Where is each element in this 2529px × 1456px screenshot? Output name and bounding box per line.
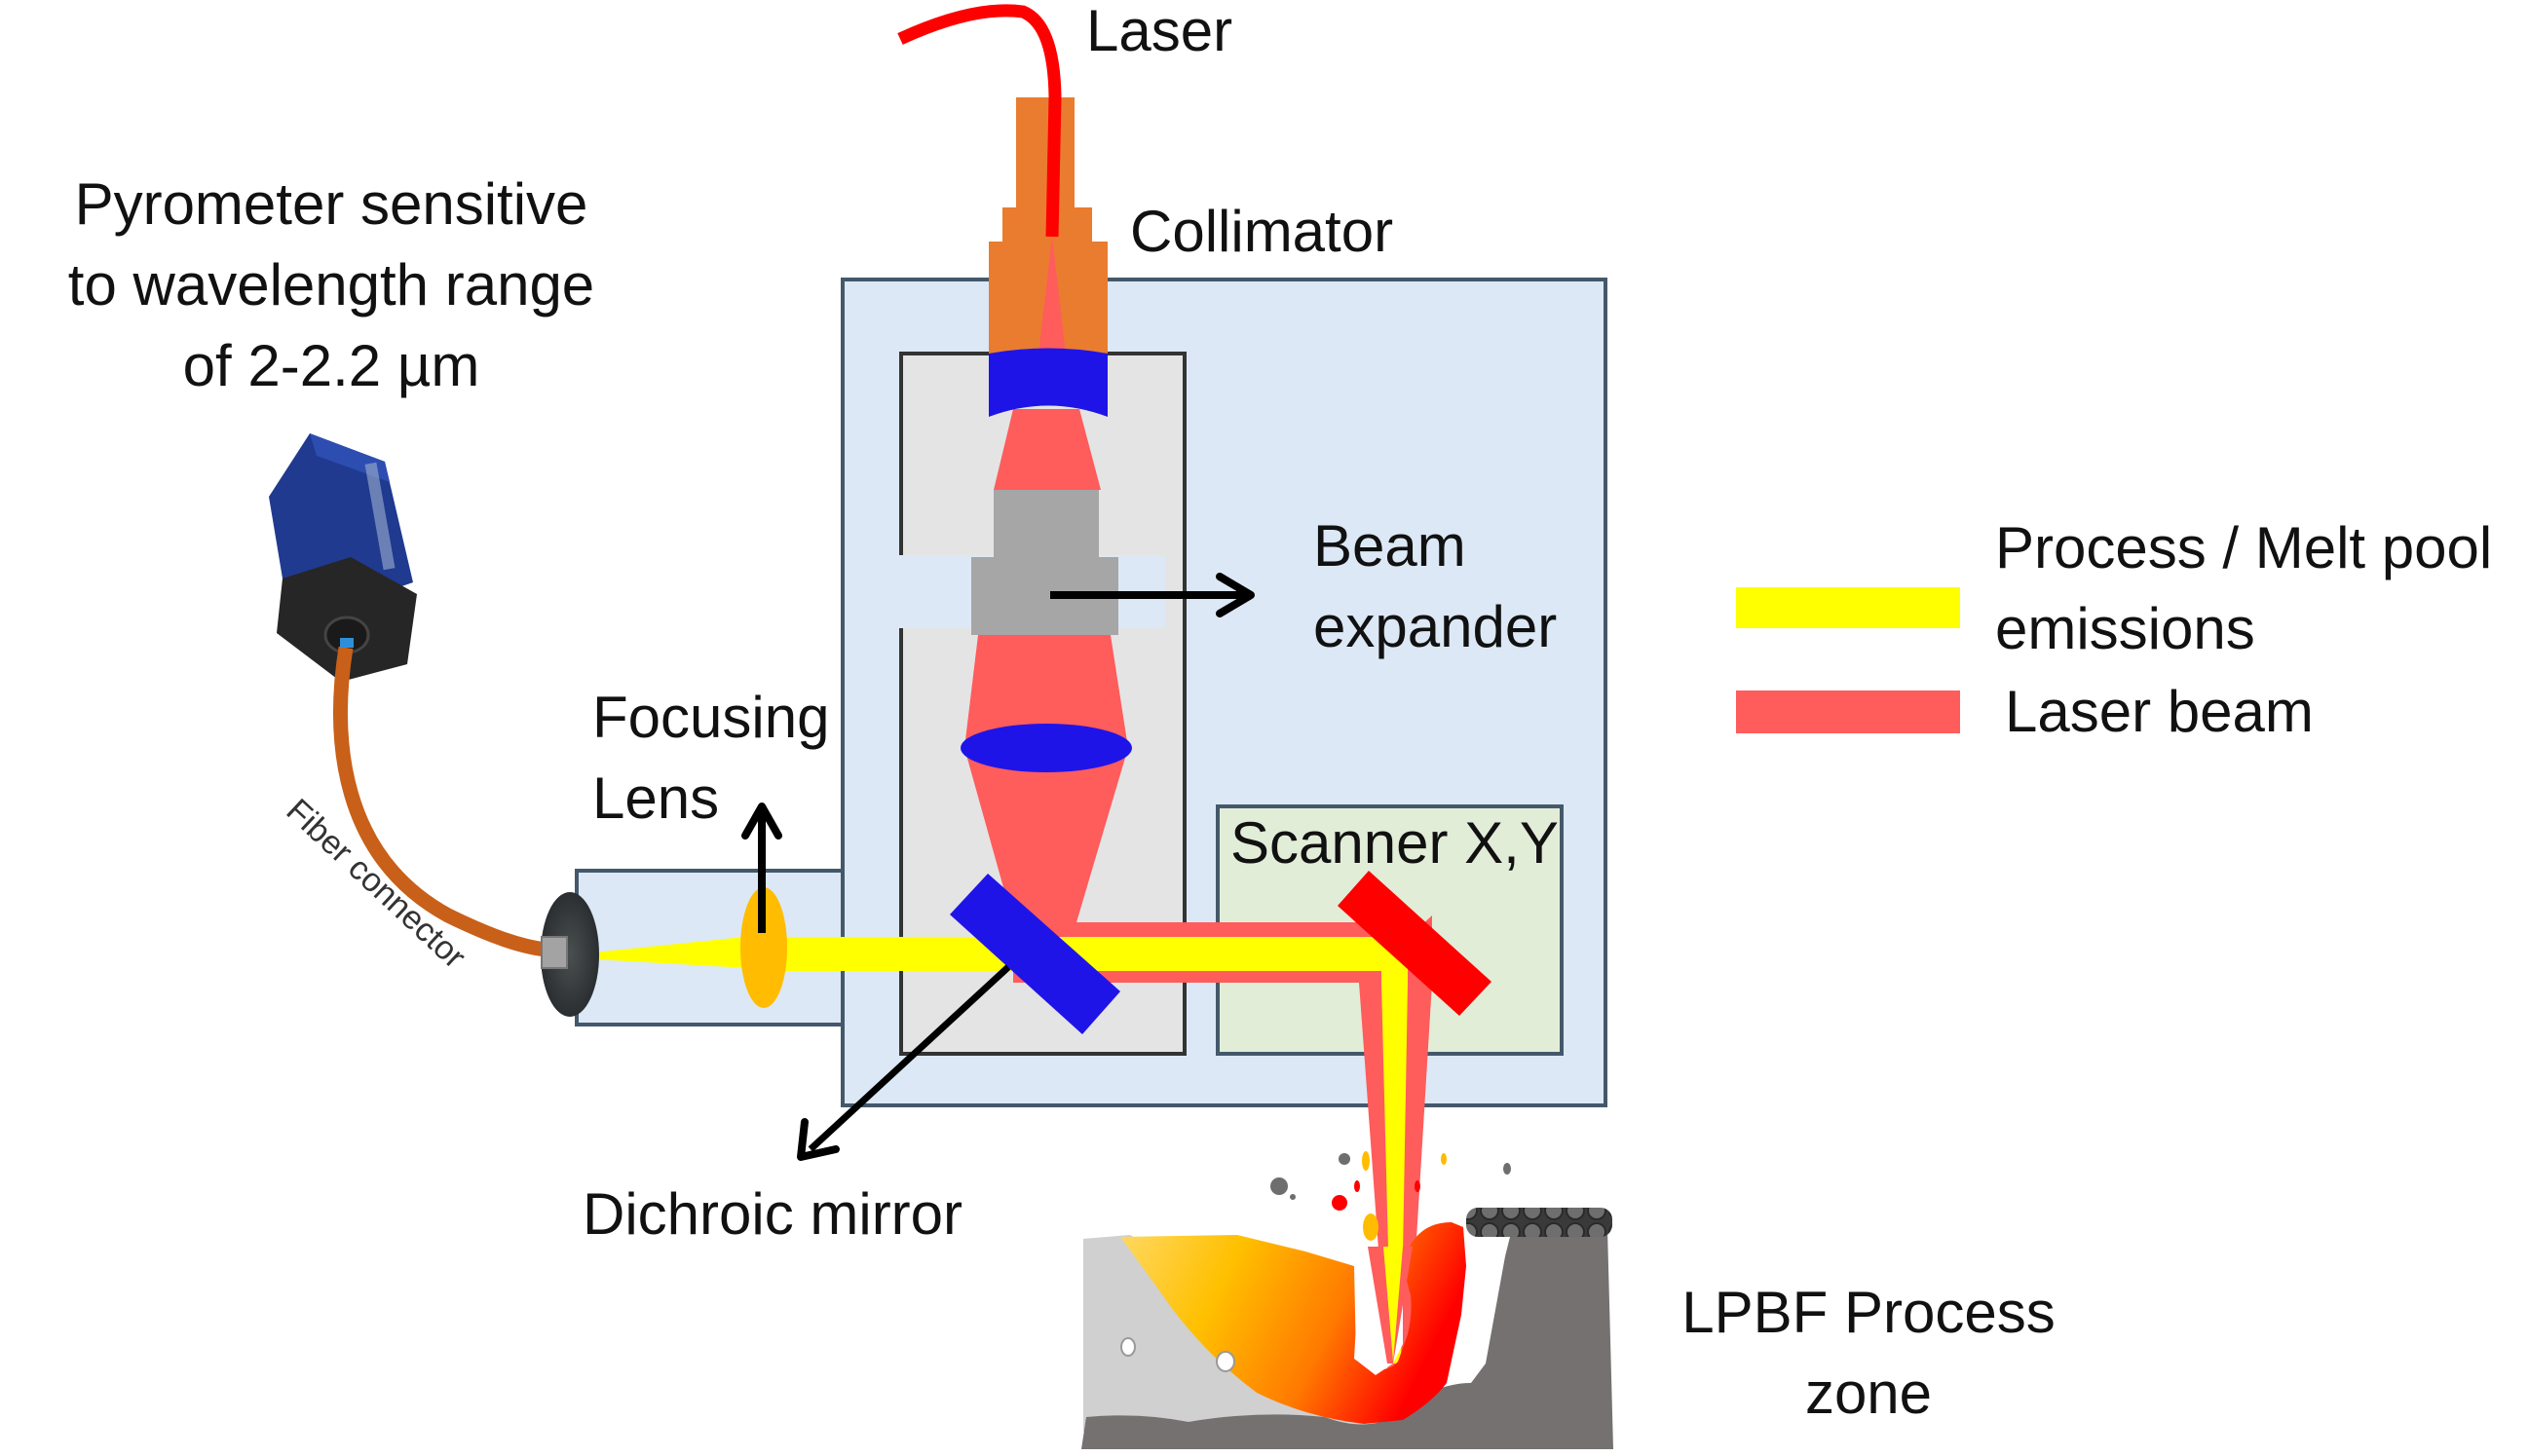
legend-label-emissions-line2: emissions (1995, 596, 2255, 661)
process-zone-illustration (1081, 1151, 1613, 1449)
label-process-zone-line1: LPBF Process (1681, 1280, 2055, 1345)
focusing-lens-arrow (741, 803, 782, 933)
legend-swatch-laser (1736, 691, 1960, 733)
label-focusing-lens-line1: Focusing (592, 685, 829, 750)
laser-beam-expanded (964, 635, 1128, 922)
focusing-lens (740, 887, 787, 1008)
label-beam-expander-line2: expander (1313, 594, 1557, 659)
label-fiber-connector: Fiber connector (280, 792, 473, 976)
fiber-cable-tip (340, 638, 354, 648)
scanner-mirror (1338, 871, 1491, 1016)
label-process-zone-line2: zone (1805, 1361, 1932, 1426)
dichroic-mirror-arrow (797, 964, 1011, 1161)
dichroic-mirror (950, 874, 1120, 1034)
emission-beam-to-connector (594, 935, 764, 969)
laser-fiber (897, 4, 1062, 238)
fiber-cable (333, 646, 547, 957)
emission-beam-tip (1383, 1247, 1403, 1362)
label-pyrometer-line1: Pyrometer sensitive (75, 171, 588, 237)
laser-beam-upper (994, 409, 1101, 490)
fiber-connector (541, 892, 599, 1017)
main-lens (961, 724, 1132, 772)
label-pyrometer: Pyrometer sensitive to wavelength range … (68, 171, 594, 398)
label-dichroic-mirror: Dichroic mirror (583, 1181, 963, 1247)
label-focusing-lens-line2: Lens (592, 765, 719, 831)
legend-label-laser: Laser beam (2005, 679, 2314, 744)
beam-expander-arrow (1050, 573, 1255, 617)
label-pyrometer-line2: to wavelength range (68, 252, 594, 317)
collimator-lens (989, 348, 1108, 417)
label-collimator: Collimator (1130, 199, 1393, 264)
legend: Process / Melt pool emissions Laser beam (1736, 515, 2492, 744)
legend-swatch-emissions (1736, 587, 1960, 628)
label-scanner: Scanner X,Y (1230, 810, 1559, 876)
legend-label-emissions-line1: Process / Melt pool (1995, 515, 2492, 580)
label-laser: Laser (1086, 0, 1232, 63)
beam-expander (971, 490, 1118, 635)
pyrometer-device (269, 433, 417, 682)
label-pyrometer-line3: of 2-2.2 µm (183, 333, 480, 398)
label-beam-expander-line1: Beam (1313, 513, 1466, 579)
